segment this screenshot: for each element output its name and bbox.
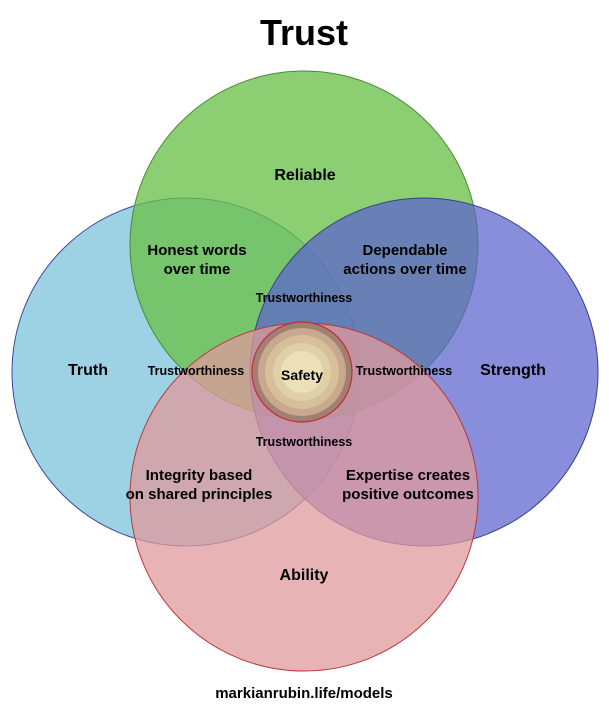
strength-ability-label-line2: positive outcomes	[342, 486, 474, 503]
trustworthiness-right-label: Trustworthiness	[356, 364, 453, 378]
trustworthiness-top-label: Trustworthiness	[256, 291, 353, 305]
truth-ability-label-line2: on shared principles	[126, 486, 273, 503]
safety-label: Safety	[281, 367, 323, 383]
safety-ring-inner	[281, 351, 323, 393]
trustworthiness-bottom-label: Trustworthiness	[256, 435, 353, 449]
reliable-strength-label-line1: Dependable	[362, 242, 447, 259]
ability-label: Ability	[280, 567, 329, 584]
truth-reliable-label-line1: Honest words	[147, 242, 246, 259]
reliable-strength-label-line2: actions over time	[343, 261, 466, 278]
truth-label: Truth	[68, 362, 108, 379]
footer-url: markianrubin.life/models	[215, 685, 393, 702]
trustworthiness-left-label: Trustworthiness	[148, 364, 245, 378]
strength-label: Strength	[480, 362, 546, 379]
strength-ability-label-line1: Expertise creates	[346, 467, 470, 484]
safety-center	[251, 321, 353, 423]
truth-reliable-label-line2: over time	[164, 261, 231, 278]
reliable-label: Reliable	[274, 167, 335, 184]
truth-ability-label-line1: Integrity based	[146, 467, 253, 484]
diagram-title: Trust	[260, 12, 348, 53]
